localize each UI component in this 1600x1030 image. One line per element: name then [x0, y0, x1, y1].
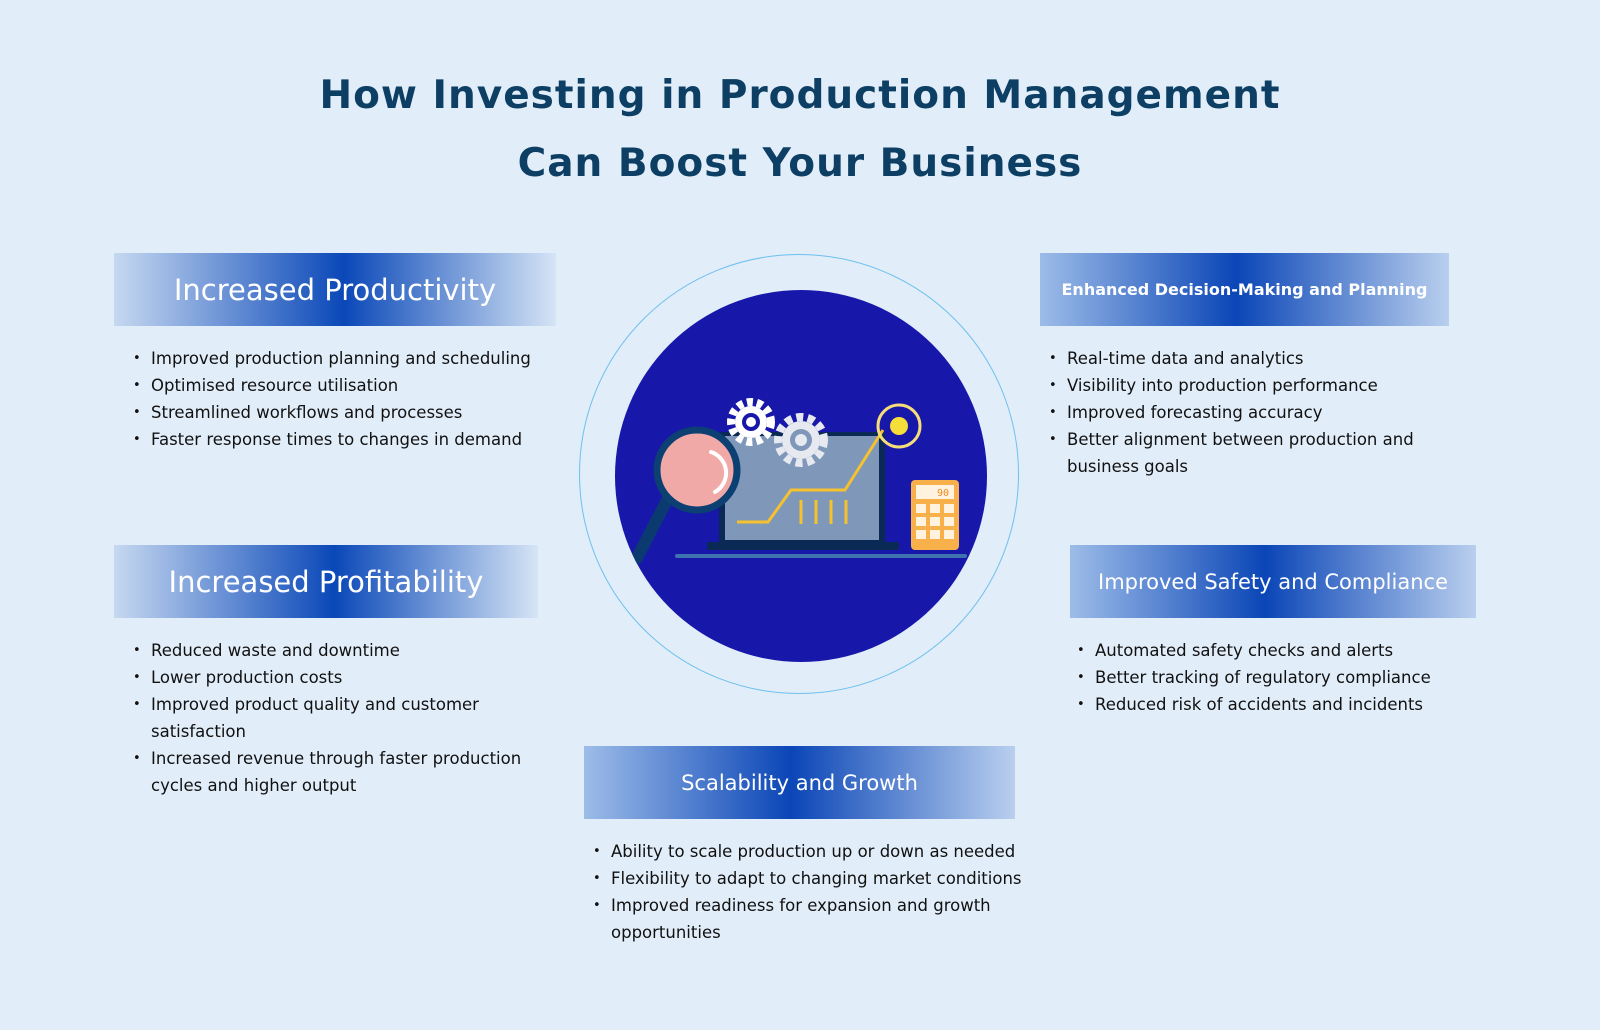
magnifying-glass-icon — [631, 426, 741, 564]
list-item: Lower production costs — [133, 664, 555, 691]
heading-label: Enhanced Decision-Making and Planning — [1061, 280, 1428, 299]
heading-enhanced-decision-making: Enhanced Decision-Making and Planning — [1040, 253, 1449, 326]
central-illustration: 90 — [615, 290, 987, 662]
list-item: Improved readiness for expansion and gro… — [593, 892, 1025, 946]
list-item: Improved production planning and schedul… — [133, 345, 555, 372]
heading-label: Increased Productivity — [173, 272, 497, 307]
list-item: Automated safety checks and alerts — [1077, 637, 1499, 664]
list-item: Streamlined workflows and processes — [133, 399, 555, 426]
list-item: Reduced waste and downtime — [133, 637, 555, 664]
bullet-list-safety: Automated safety checks and alerts Bette… — [1077, 637, 1499, 718]
list-item: Improved product quality and customer sa… — [133, 691, 555, 745]
list-item: Reduced risk of accidents and incidents — [1077, 691, 1499, 718]
heading-scalability-growth: Scalability and Growth — [584, 746, 1015, 819]
page-title: How Investing in Production Management C… — [0, 62, 1600, 198]
list-item: Flexibility to adapt to changing market … — [593, 865, 1025, 892]
illustration-outer-ring — [579, 254, 1019, 694]
list-item: Increased revenue through faster product… — [133, 745, 555, 799]
list-item: Better alignment between production and … — [1049, 426, 1471, 480]
list-item: Optimised resource utilisation — [133, 372, 555, 399]
list-item: Real-time data and analytics — [1049, 345, 1471, 372]
bullet-list-profitability: Reduced waste and downtime Lower product… — [133, 637, 555, 799]
heading-label: Improved Safety and Compliance — [1098, 569, 1448, 594]
heading-label: Increased Profitability — [168, 564, 484, 599]
heading-increased-profitability: Increased Profitability — [114, 545, 538, 618]
list-item: Faster response times to changes in dema… — [133, 426, 555, 453]
heading-improved-safety: Improved Safety and Compliance — [1070, 545, 1476, 618]
line-chart-icon — [737, 403, 922, 524]
bullet-list-decision-making: Real-time data and analytics Visibility … — [1049, 345, 1471, 480]
bullet-list-productivity: Improved production planning and schedul… — [133, 345, 555, 453]
heading-label: Scalability and Growth — [681, 770, 918, 795]
gear-icon — [727, 398, 828, 467]
bullet-list-scalability: Ability to scale production up or down a… — [593, 838, 1025, 946]
list-item: Better tracking of regulatory compliance — [1077, 664, 1499, 691]
calculator-icon: 90 — [911, 480, 959, 550]
heading-increased-productivity: Increased Productivity — [114, 253, 556, 326]
list-item: Improved forecasting accuracy — [1049, 399, 1471, 426]
calculator-display: 90 — [937, 488, 949, 499]
list-item: Ability to scale production up or down a… — [593, 838, 1025, 865]
list-item: Visibility into production performance — [1049, 372, 1471, 399]
title-line-2: Can Boost Your Business — [517, 141, 1083, 186]
title-line-1: How Investing in Production Management — [319, 73, 1281, 118]
